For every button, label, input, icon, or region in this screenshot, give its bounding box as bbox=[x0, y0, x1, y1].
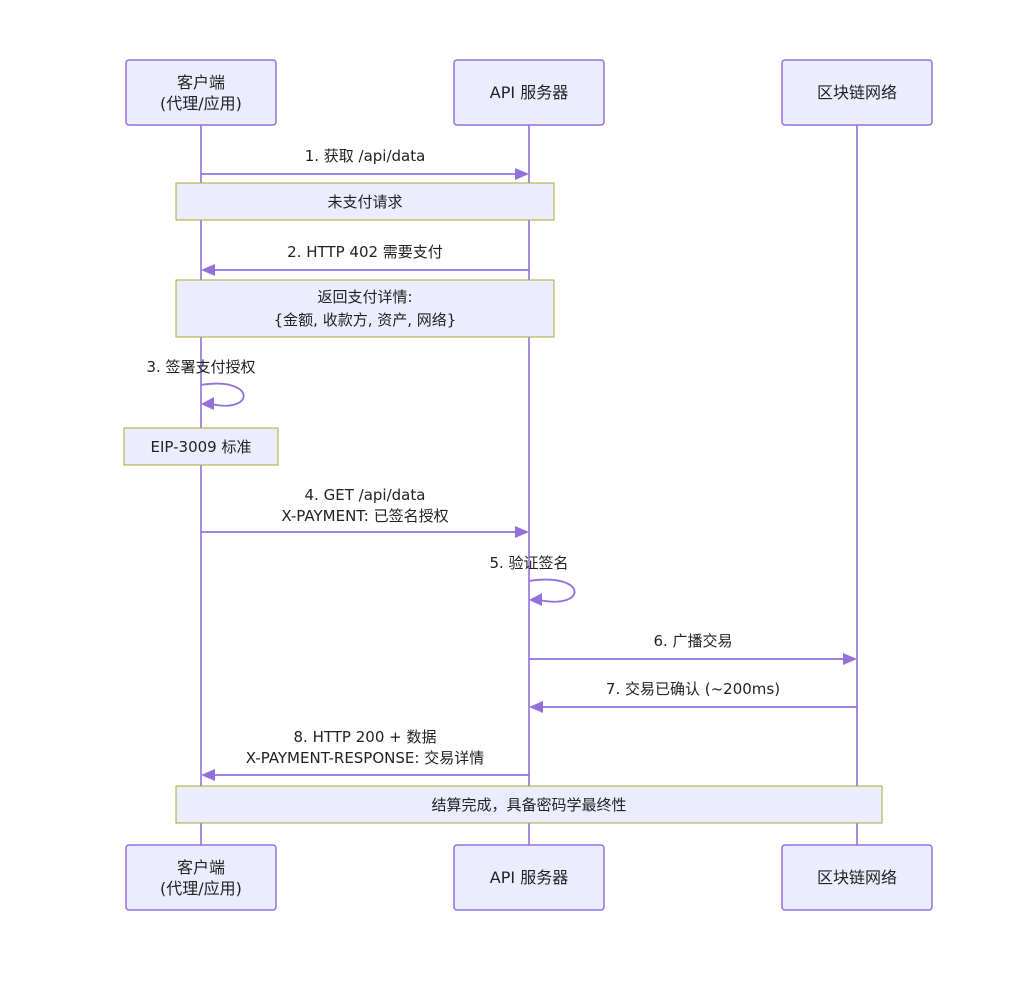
actor-client-bottom: 客户端 (代理/应用) bbox=[125, 844, 277, 911]
message-3: 3. 签署支付授权 bbox=[146, 358, 256, 410]
message-2: 2. HTTP 402 需要支付 bbox=[201, 243, 529, 276]
actor-client-top: 客户端 (代理/应用) bbox=[125, 59, 277, 126]
message-7-label: 7. 交易已确认 (~200ms) bbox=[606, 680, 780, 698]
note-payment-details-line-1: 返回支付详情: bbox=[317, 288, 412, 306]
message-7: 7. 交易已确认 (~200ms) bbox=[529, 680, 857, 713]
message-4-arrowhead bbox=[515, 526, 529, 538]
actor-chain-top-label: 区块链网络 bbox=[817, 83, 897, 102]
message-5-arrowhead bbox=[529, 593, 542, 606]
message-3-arrowhead bbox=[201, 397, 214, 410]
actor-chain-bottom: 区块链网络 bbox=[781, 844, 933, 911]
actor-client-bottom-line-1: 客户端 bbox=[177, 858, 225, 877]
message-6-arrowhead bbox=[843, 653, 857, 665]
note-settlement-label: 结算完成，具备密码学最终性 bbox=[431, 796, 626, 814]
actor-client-bottom-line-2: (代理/应用) bbox=[160, 879, 242, 898]
actor-client-top-line-2: (代理/应用) bbox=[160, 94, 242, 113]
actor-chain-bottom-label: 区块链网络 bbox=[817, 868, 897, 887]
actor-server-top-label: API 服务器 bbox=[490, 83, 568, 102]
message-3-label: 3. 签署支付授权 bbox=[146, 358, 255, 376]
message-8-label-line-1: 8. HTTP 200 + 数据 bbox=[294, 728, 437, 746]
actor-chain-top: 区块链网络 bbox=[781, 59, 933, 126]
message-2-arrowhead bbox=[201, 264, 215, 276]
note-eip-3009: EIP-3009 标准 bbox=[123, 427, 279, 466]
message-6: 6. 广播交易 bbox=[529, 632, 857, 665]
note-unpaid-request: 未支付请求 bbox=[175, 182, 555, 221]
message-8-label-line-2: X-PAYMENT-RESPONSE: 交易详情 bbox=[246, 749, 484, 767]
message-4-label-line-1: 4. GET /api/data bbox=[305, 486, 426, 504]
message-4-label-line-2: X-PAYMENT: 已签名授权 bbox=[281, 507, 448, 525]
note-eip-3009-label: EIP-3009 标准 bbox=[151, 438, 252, 456]
note-payment-details: 返回支付详情: {金额, 收款方, 资产, 网络} bbox=[175, 279, 555, 338]
message-5: 5. 验证签名 bbox=[489, 554, 576, 606]
actor-server-bottom-label: API 服务器 bbox=[490, 868, 568, 887]
message-1-arrowhead bbox=[515, 168, 529, 180]
message-1-label: 1. 获取 /api/data bbox=[305, 147, 426, 165]
actor-server-bottom: API 服务器 bbox=[453, 844, 605, 911]
message-7-arrowhead bbox=[529, 701, 543, 713]
note-settlement: 结算完成，具备密码学最终性 bbox=[175, 785, 883, 824]
message-2-label: 2. HTTP 402 需要支付 bbox=[287, 243, 443, 261]
message-8-arrowhead bbox=[201, 769, 215, 781]
message-1: 1. 获取 /api/data bbox=[201, 147, 529, 180]
actor-server-top: API 服务器 bbox=[453, 59, 605, 126]
note-unpaid-request-label: 未支付请求 bbox=[327, 193, 402, 211]
message-8: 8. HTTP 200 + 数据 X-PAYMENT-RESPONSE: 交易详… bbox=[201, 728, 529, 781]
message-6-label: 6. 广播交易 bbox=[653, 632, 732, 650]
message-4: 4. GET /api/data X-PAYMENT: 已签名授权 bbox=[201, 486, 529, 538]
note-payment-details-line-2: {金额, 收款方, 资产, 网络} bbox=[274, 311, 457, 329]
actor-client-top-line-1: 客户端 bbox=[177, 73, 225, 92]
message-5-label: 5. 验证签名 bbox=[489, 554, 568, 572]
